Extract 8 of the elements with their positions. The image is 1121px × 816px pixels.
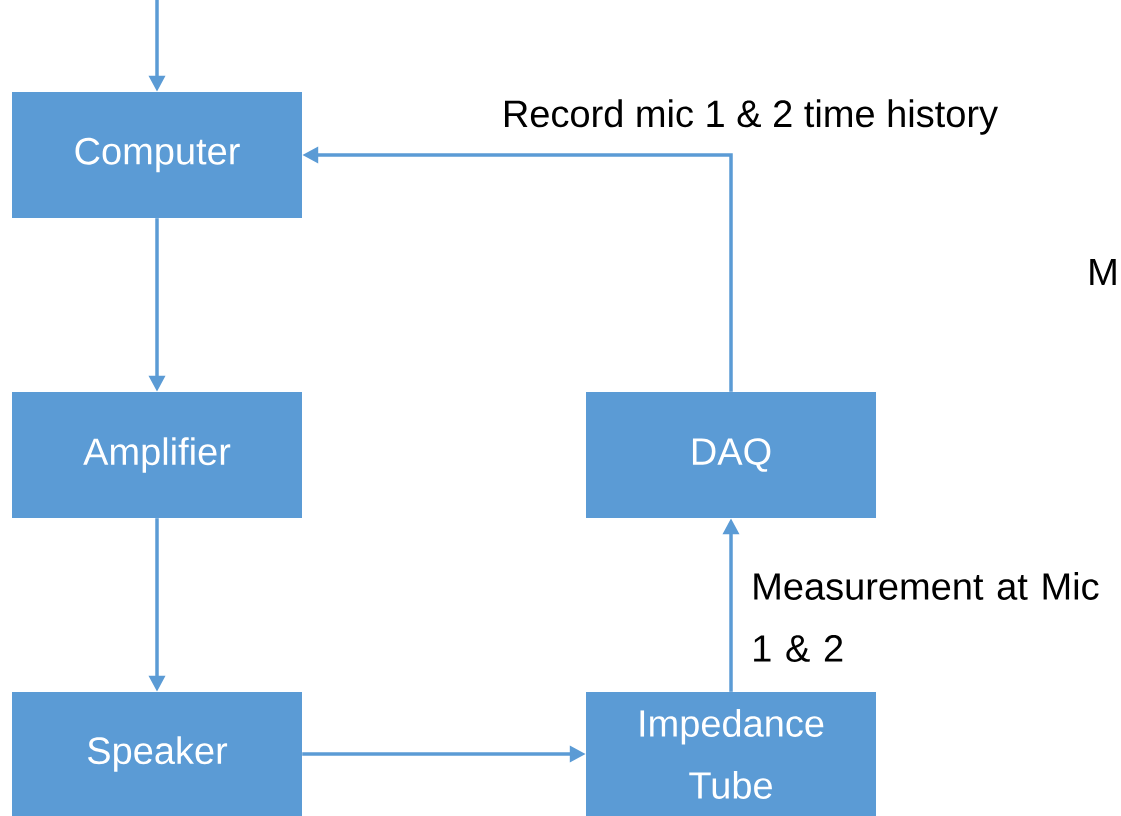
edge-label: Record mic 1 & 2 time history [505, 99, 998, 135]
process-box: Impedance Tube [586, 692, 876, 816]
process-box: Speaker [12, 692, 302, 816]
process-box: DAQ [586, 392, 876, 518]
edge-label: Measurement at Mic 1 & 2 [754, 572, 1099, 662]
process-box: Amplifier [12, 392, 302, 518]
process-box: Computer [12, 92, 302, 218]
text-label: M [1090, 258, 1116, 286]
